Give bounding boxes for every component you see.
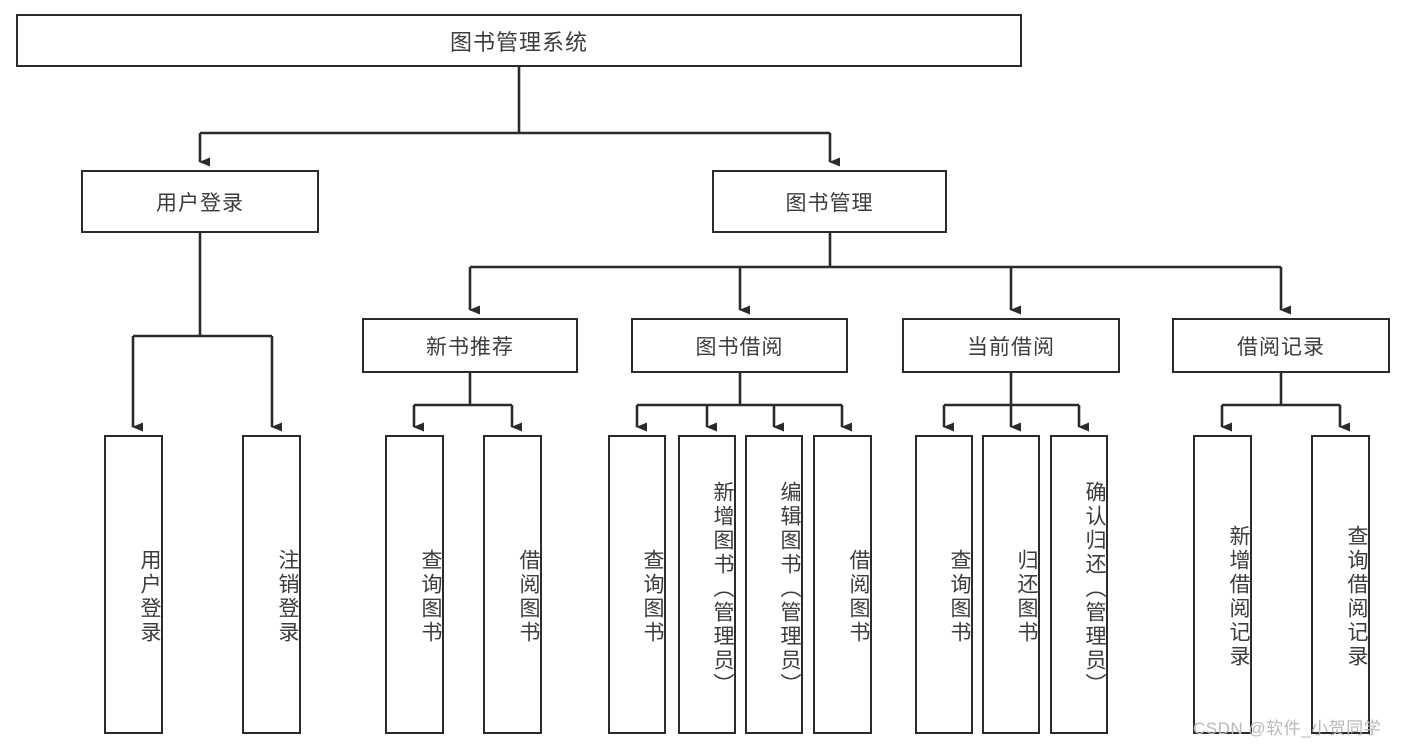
leaf-borrow-book-1-label: 借阅图书 <box>517 548 540 645</box>
node-new-book-recommend[interactable]: 新书推荐 <box>362 318 578 373</box>
leaf-add-book-label: 新增图书（管理员） <box>711 480 734 697</box>
leaf-borrow-book-2-label: 借阅图书 <box>847 548 870 645</box>
leaf-add-record[interactable]: 新增借阅记录 <box>1193 435 1252 734</box>
leaf-confirm-return-label: 确认归还（管理员） <box>1083 480 1106 697</box>
leaf-add-book[interactable]: 新增图书（管理员） <box>678 435 736 734</box>
node-current-borrow[interactable]: 当前借阅 <box>902 318 1120 373</box>
node-book-manage-label: 图书管理 <box>785 191 874 215</box>
leaf-query-record-label: 查询借阅记录 <box>1345 524 1368 669</box>
leaf-query-book-1-label: 查询图书 <box>419 548 442 645</box>
leaf-edit-book[interactable]: 编辑图书（管理员） <box>745 435 803 734</box>
leaf-logout[interactable]: 注销登录 <box>242 435 301 734</box>
leaf-user-login[interactable]: 用户登录 <box>104 435 163 734</box>
leaf-logout-label: 注销登录 <box>276 548 299 645</box>
node-root-label: 图书管理系统 <box>449 29 588 55</box>
node-new-book-recommend-label: 新书推荐 <box>426 335 514 359</box>
node-current-borrow-label: 当前借阅 <box>967 335 1055 359</box>
node-borrow-record-label: 借阅记录 <box>1237 335 1325 359</box>
node-borrow-record[interactable]: 借阅记录 <box>1172 318 1390 373</box>
leaf-borrow-book-2[interactable]: 借阅图书 <box>813 435 872 734</box>
leaf-query-book-1[interactable]: 查询图书 <box>385 435 444 734</box>
node-user-login-label: 用户登录 <box>156 191 244 215</box>
leaf-user-login-label: 用户登录 <box>138 548 161 645</box>
node-root[interactable]: 图书管理系统 <box>16 14 1022 67</box>
node-book-manage[interactable]: 图书管理 <box>712 170 947 233</box>
node-user-login[interactable]: 用户登录 <box>81 170 319 233</box>
leaf-query-book-2[interactable]: 查询图书 <box>608 435 666 734</box>
leaf-return-book-label: 归还图书 <box>1015 548 1038 645</box>
leaf-query-book-3[interactable]: 查询图书 <box>915 435 973 734</box>
watermark: CSDN @软件_小贺同学 <box>1193 719 1382 738</box>
leaf-add-record-label: 新增借阅记录 <box>1227 524 1250 669</box>
leaf-query-book-3-label: 查询图书 <box>948 548 971 645</box>
leaf-return-book[interactable]: 归还图书 <box>982 435 1040 734</box>
leaf-borrow-book-1[interactable]: 借阅图书 <box>483 435 542 734</box>
leaf-edit-book-label: 编辑图书（管理员） <box>778 480 801 697</box>
leaf-confirm-return[interactable]: 确认归还（管理员） <box>1050 435 1108 734</box>
leaf-query-record[interactable]: 查询借阅记录 <box>1311 435 1370 734</box>
node-book-borrow-label: 图书借阅 <box>695 335 784 359</box>
node-book-borrow[interactable]: 图书借阅 <box>631 318 848 373</box>
leaf-query-book-2-label: 查询图书 <box>641 548 664 645</box>
